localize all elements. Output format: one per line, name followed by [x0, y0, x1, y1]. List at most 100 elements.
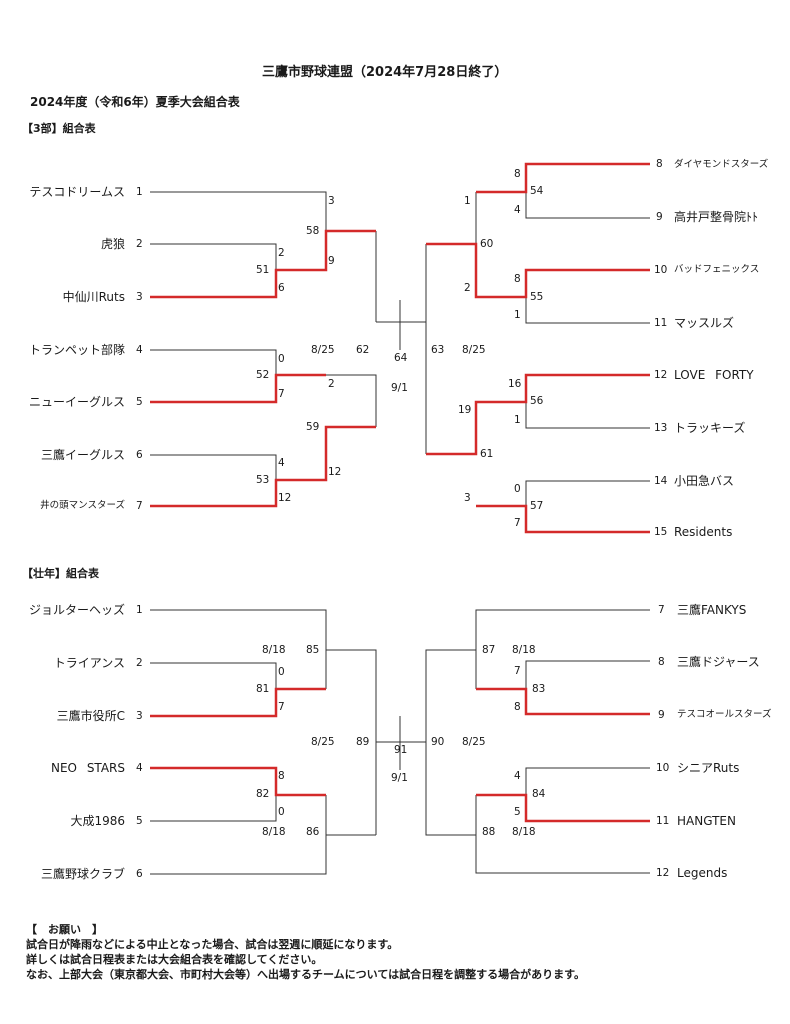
team-3bu-4-no: 4	[136, 344, 143, 356]
team-3bu-13-no: 13	[654, 422, 668, 434]
score-3bu-9: 4	[514, 204, 521, 216]
team-senior-8-no: 8	[658, 656, 665, 668]
score-3bu-51: 9	[328, 255, 335, 267]
team-senior-5-no: 5	[136, 815, 143, 827]
team-senior-11-no: 11	[656, 815, 670, 827]
notes-line-1: 試合日が降雨などによる中止となった場合、試合は翌週に順延になります。	[26, 938, 399, 951]
team-senior-7: 三鷹FANKYS	[677, 603, 747, 617]
section-3bu-heading: 【3部】組合表	[22, 122, 96, 135]
date-senior-final: 9/1	[391, 772, 408, 784]
bracket-3bu-left-winner	[150, 229, 376, 508]
team-3bu-10: バッドフェニックス	[674, 264, 760, 275]
date-senior-semi-right: 8/25	[462, 736, 486, 748]
date-senior-semi-left: 8/25	[311, 736, 335, 748]
game-3bu-53: 53	[256, 474, 270, 486]
team-3bu-2-no: 2	[136, 238, 143, 250]
date-3bu-semi-left: 8/25	[311, 344, 335, 356]
bracket-senior-left-winner	[150, 687, 326, 797]
score-3bu-56: 19	[458, 404, 472, 416]
game-3bu-61: 61	[480, 448, 494, 460]
score-3bu-53: 12	[328, 466, 342, 478]
score-senior-10: 4	[514, 770, 521, 782]
team-3bu-6: 三鷹イーグルス	[40, 448, 125, 462]
game-senior-89: 89	[356, 736, 370, 748]
team-senior-10: シニアRuts	[677, 761, 740, 775]
bracket-senior-right-winner	[476, 687, 650, 823]
team-3bu-5: ニューイーグルス	[28, 395, 125, 409]
bracket-3bu-right-winner	[426, 162, 650, 534]
date-3bu-final: 9/1	[391, 382, 408, 394]
team-3bu-12: LOVE FORTY	[674, 368, 754, 382]
score-3bu-52: 2	[328, 378, 335, 390]
team-senior-6-no: 6	[136, 868, 143, 880]
team-3bu-11-no: 11	[654, 317, 668, 329]
score-3bu-7: 12	[278, 492, 292, 504]
date-senior-88: 8/18	[512, 826, 536, 838]
game-3bu-60: 60	[480, 238, 494, 250]
score-senior-9: 8	[514, 701, 521, 713]
score-3bu-3: 6	[278, 282, 285, 294]
score-senior-11: 5	[514, 806, 521, 818]
score-3bu-14: 0	[514, 483, 521, 495]
team-senior-5: 大成1986	[70, 814, 125, 828]
team-senior-2: トライアンス	[53, 656, 125, 670]
team-senior-8: 三鷹ドジャース	[677, 655, 760, 669]
team-3bu-11: マッスルズ	[674, 316, 735, 330]
page-title: 三鷹市野球連盟（2024年7月28日終了）	[262, 65, 508, 80]
game-3bu-55: 55	[530, 291, 544, 303]
score-3bu-54: 1	[464, 195, 471, 207]
team-3bu-15: Residents	[674, 525, 733, 539]
game-3bu-62: 62	[356, 344, 370, 356]
team-3bu-1: テスコドリームス	[29, 185, 125, 199]
game-senior-86: 86	[306, 826, 320, 838]
team-senior-1-no: 1	[136, 604, 143, 616]
game-senior-91: 91	[394, 744, 408, 756]
section-senior-heading: 【壮年】組合表	[22, 567, 99, 580]
team-senior-7-no: 7	[658, 604, 665, 616]
team-3bu-2: 虎狼	[100, 237, 125, 251]
score-3bu-13: 1	[514, 414, 521, 426]
team-3bu-7-no: 7	[136, 500, 143, 512]
team-3bu-13: トラッキーズ	[674, 421, 746, 435]
team-senior-9-no: 9	[658, 709, 665, 721]
team-3bu-3: 中仙川Ruts	[62, 290, 125, 304]
bracket-3bu-left	[150, 191, 400, 480]
game-senior-90: 90	[431, 736, 445, 748]
game-3bu-57: 57	[530, 500, 544, 512]
team-senior-3: 三鷹市役所C	[56, 709, 125, 723]
score-3bu-1: 3	[328, 195, 335, 207]
score-senior-4: 8	[278, 770, 285, 782]
score-senior-3: 7	[278, 701, 285, 713]
team-3bu-1-no: 1	[136, 186, 143, 198]
bracket-senior-right	[400, 609, 650, 874]
game-senior-88: 88	[482, 826, 496, 838]
game-senior-84: 84	[532, 788, 546, 800]
notes-line-2: 詳しくは試合日程表または大会組合表を確認してください。	[26, 953, 323, 966]
score-senior-8: 7	[514, 665, 521, 677]
score-3bu-12: 16	[508, 378, 522, 390]
game-3bu-54: 54	[530, 185, 544, 197]
team-senior-12: Legends	[677, 866, 728, 880]
team-senior-3-no: 3	[136, 710, 143, 722]
date-senior-85: 8/18	[262, 644, 286, 656]
team-3bu-7: 井の頭マンスターズ	[40, 500, 125, 511]
date-senior-87: 8/18	[512, 644, 536, 656]
team-senior-1: ジョルターヘッズ	[28, 603, 125, 617]
game-senior-87: 87	[482, 644, 496, 656]
team-3bu-14: 小田急バス	[674, 474, 735, 488]
team-senior-9: テスコオールスターズ	[677, 709, 772, 720]
team-senior-10-no: 10	[656, 762, 670, 774]
team-3bu-12-no: 12	[654, 369, 668, 381]
game-senior-83: 83	[532, 683, 546, 695]
bracket-senior-left	[150, 609, 401, 875]
score-3bu-55: 2	[464, 282, 471, 294]
game-3bu-63: 63	[431, 344, 445, 356]
score-3bu-15: 7	[514, 517, 521, 529]
score-3bu-57: 3	[464, 492, 471, 504]
team-3bu-8-no: 8	[656, 158, 663, 170]
team-3bu-9-no: 9	[656, 211, 663, 223]
page-subtitle: 2024年度（令和6年）夏季大会組合表	[30, 95, 240, 109]
game-senior-81: 81	[256, 683, 270, 695]
team-3bu-10-no: 10	[654, 264, 668, 276]
